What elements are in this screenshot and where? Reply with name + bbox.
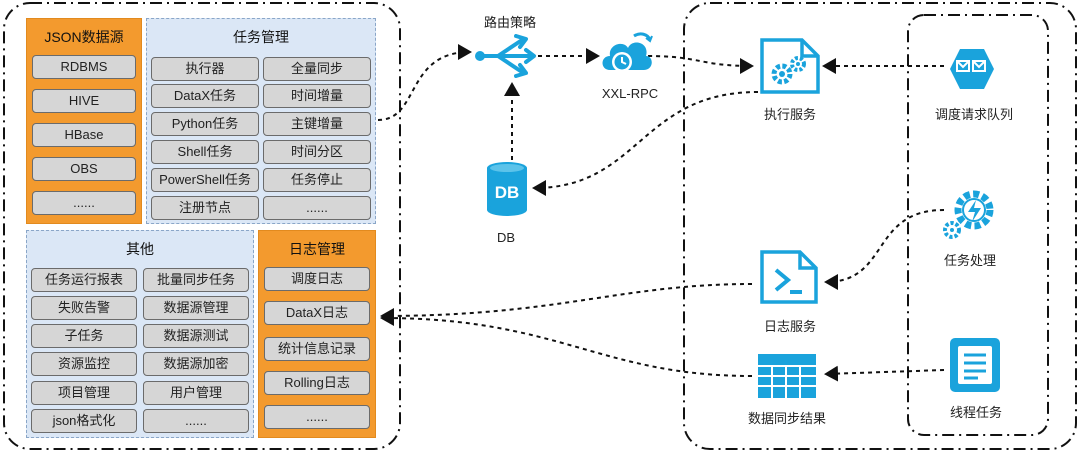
inner-right-frame — [907, 14, 1049, 436]
other-item[interactable]: 子任务 — [31, 324, 137, 348]
other-item[interactable]: 任务运行报表 — [31, 268, 137, 292]
task-mgmt-item[interactable]: 执行器 — [151, 57, 259, 81]
arrow-sync-to-logmgmt — [380, 310, 753, 377]
log-mgmt-panel: 日志管理 调度日志 DataX日志 统计信息记录 Rolling日志 .....… — [258, 230, 376, 438]
log-mgmt-item[interactable]: Rolling日志 — [264, 371, 370, 395]
task-mgmt-item[interactable]: 全量同步 — [263, 57, 371, 81]
arrow-task-to-route — [377, 44, 472, 121]
thread-task-label: 线程任务 — [949, 405, 1002, 420]
log-mgmt-item[interactable]: ...... — [264, 405, 370, 429]
task-mgmt-item[interactable]: 时间增量 — [263, 84, 371, 108]
terminal-icon — [760, 250, 818, 304]
json-source-item[interactable]: RDBMS — [32, 55, 136, 79]
arrow-thread-to-sync — [824, 365, 945, 382]
left-frame — [3, 2, 401, 450]
task-mgmt-item[interactable]: Shell任务 — [151, 140, 259, 164]
message-queue-icon — [950, 49, 994, 89]
task-mgmt-title: 任务管理 — [233, 29, 289, 45]
table-grid-icon — [758, 354, 816, 398]
task-mgmt-item[interactable]: ...... — [263, 196, 371, 220]
xxlrpc-label: XXL-RPC — [601, 86, 659, 101]
route-label: 路由策略 — [483, 15, 536, 30]
json-source-item[interactable]: HIVE — [32, 89, 136, 113]
right-frame — [683, 2, 1077, 450]
db-icon-text: DB — [495, 183, 520, 202]
arrow-handle-to-log — [824, 209, 945, 290]
task-mgmt-item[interactable]: 时间分区 — [263, 140, 371, 164]
json-source-title: JSON数据源 — [44, 29, 124, 45]
other-item[interactable]: 数据源管理 — [143, 296, 249, 320]
arrow-rpc-to-exec — [647, 55, 754, 74]
log-mgmt-item[interactable]: DataX日志 — [264, 301, 370, 325]
database-icon: DB — [487, 162, 527, 216]
log-service-label: 日志服务 — [763, 319, 816, 334]
route-fork-icon — [475, 34, 536, 78]
cloud-clock-icon — [602, 32, 653, 72]
other-item[interactable]: 数据源加密 — [143, 352, 249, 376]
other-panel: 其他 任务运行报表 批量同步任务 失败告警 数据源管理 子任务 数据源测试 资源… — [26, 230, 254, 438]
exec-service-label: 执行服务 — [763, 107, 816, 122]
other-item[interactable]: 项目管理 — [31, 381, 137, 405]
json-source-item[interactable]: ...... — [32, 191, 136, 215]
gear-lightning-icon — [943, 190, 994, 239]
task-mgmt-item[interactable]: PowerShell任务 — [151, 168, 259, 192]
sync-result-label: 数据同步结果 — [747, 411, 826, 426]
db-label: DB — [496, 230, 516, 245]
other-item[interactable]: ...... — [143, 409, 249, 433]
other-item[interactable]: 失败告警 — [31, 296, 137, 320]
json-source-panel: JSON数据源 RDBMS HIVE HBase OBS ...... — [26, 18, 142, 224]
task-mgmt-item[interactable]: 任务停止 — [263, 168, 371, 192]
arrow-log-to-logmgmt — [380, 283, 753, 324]
other-item[interactable]: 批量同步任务 — [143, 268, 249, 292]
task-mgmt-item[interactable]: DataX任务 — [151, 84, 259, 108]
task-mgmt-item[interactable]: 主键增量 — [263, 112, 371, 136]
task-mgmt-item[interactable]: Python任务 — [151, 112, 259, 136]
other-item[interactable]: 资源监控 — [31, 352, 137, 376]
json-source-item[interactable]: OBS — [32, 157, 136, 181]
task-handle-label: 任务处理 — [943, 253, 996, 268]
task-mgmt-panel: 任务管理 执行器 全量同步 DataX任务 时间增量 Python任务 主键增量… — [146, 18, 376, 224]
json-source-item[interactable]: HBase — [32, 123, 136, 147]
log-mgmt-item[interactable]: 统计信息记录 — [264, 337, 370, 361]
other-item[interactable]: 数据源测试 — [143, 324, 249, 348]
other-item[interactable]: json格式化 — [31, 409, 137, 433]
other-title: 其他 — [126, 241, 154, 257]
task-mgmt-item[interactable]: 注册节点 — [151, 196, 259, 220]
arrow-exec-to-db — [532, 91, 759, 196]
log-mgmt-title: 日志管理 — [289, 241, 345, 257]
gears-icon — [760, 38, 820, 94]
queue-label: 调度请求队列 — [934, 107, 1013, 122]
document-list-icon — [950, 338, 1000, 392]
other-item[interactable]: 用户管理 — [143, 381, 249, 405]
log-mgmt-item[interactable]: 调度日志 — [264, 267, 370, 291]
